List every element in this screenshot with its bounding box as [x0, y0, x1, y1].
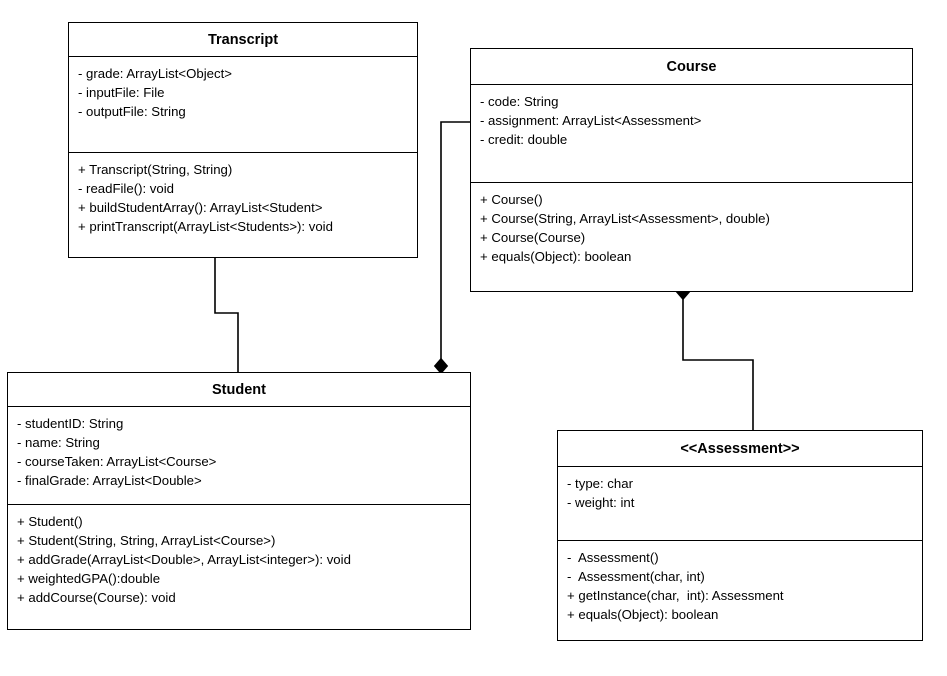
method-row: + equals(Object): boolean — [567, 607, 719, 622]
attributes-compartment-assessment: - type: char - weight: int — [558, 467, 922, 541]
attribute-row: - inputFile: File — [78, 85, 165, 100]
method-row: + Course(String, ArrayList<Assessment>, … — [480, 211, 770, 226]
attribute-row: - assignment: ArrayList<Assessment> — [480, 113, 702, 128]
class-box-assessment[interactable]: <<Assessment>>- type: char- weight: int-… — [557, 430, 923, 641]
class-box-course[interactable]: Course - code: String - assignment: ArrayL… — [470, 48, 913, 292]
connector-course-assessment — [682, 298, 754, 430]
method-row: + addCourse(Course): void — [17, 590, 176, 605]
method-row: + Course(Course) — [480, 230, 586, 245]
method-row: + getInstance(char, int): Assessment — [567, 588, 784, 603]
method-row: - Assessment() — [567, 550, 659, 565]
methods-compartment-student: + Student() + Student(String, String, Arr… — [8, 505, 470, 613]
methods-compartment-transcript: + Transcript(String, String) - readFile()… — [69, 153, 417, 242]
attributes-compartment-student: - studentID: String - name: String - cours… — [8, 407, 470, 505]
method-row: + Student(String, String, ArrayList<Cour… — [17, 533, 276, 548]
class-title-assessment: <<Assessment>> — [558, 431, 922, 467]
attributes-compartment-transcript: - grade: ArrayList<Object> - inputFile: F… — [69, 57, 417, 153]
methods-compartment-course: + Course() + Course(String, ArrayList<Ass… — [471, 183, 912, 272]
class-box-transcript[interactable]: Transcript - grade: ArrayList<Object> - in… — [68, 22, 418, 258]
attribute-row: - outputFile: String — [78, 104, 186, 119]
attribute-row: - finalGrade: ArrayList<Double> — [17, 473, 202, 488]
attribute-row: - credit: double — [480, 132, 568, 147]
method-row: + equals(Object): boolean — [480, 249, 632, 264]
class-title-transcript: Transcript — [69, 23, 417, 57]
attribute-row: - type: char — [567, 476, 633, 491]
method-row: + addGrade(ArrayList<Double>, ArrayList<… — [17, 552, 351, 567]
attribute-row: - courseTaken: ArrayList<Course> — [17, 454, 217, 469]
attribute-row: - studentID: String — [17, 416, 124, 431]
attribute-row: - weight: int — [567, 495, 635, 510]
method-row: + Course() — [480, 192, 543, 207]
class-box-student[interactable]: Student - studentID: String - name: String… — [7, 372, 471, 630]
attributes-compartment-course: - code: String - assignment: ArrayList<As… — [471, 85, 912, 183]
method-row: + Transcript(String, String) — [78, 162, 233, 177]
attribute-row: - grade: ArrayList<Object> — [78, 66, 232, 81]
class-title-course: Course — [471, 49, 912, 85]
method-row: + printTranscript(ArrayList<Students>): … — [78, 219, 333, 234]
connector-course-student — [440, 121, 470, 366]
method-row: - Assessment(char, int) — [567, 569, 705, 584]
methods-compartment-assessment: - Assessment() - Assessment(char, int) + g… — [558, 541, 922, 630]
class-title-student: Student — [8, 373, 470, 407]
method-row: - readFile(): void — [78, 181, 175, 196]
method-row: + weightedGPA():double — [17, 571, 161, 586]
attribute-row: - code: String — [480, 94, 559, 109]
attribute-row: - name: String — [17, 435, 100, 450]
connector-transcript-student — [214, 258, 239, 372]
method-row: + Student() — [17, 514, 83, 529]
method-row: + buildStudentArray(): ArrayList<Student… — [78, 200, 323, 215]
